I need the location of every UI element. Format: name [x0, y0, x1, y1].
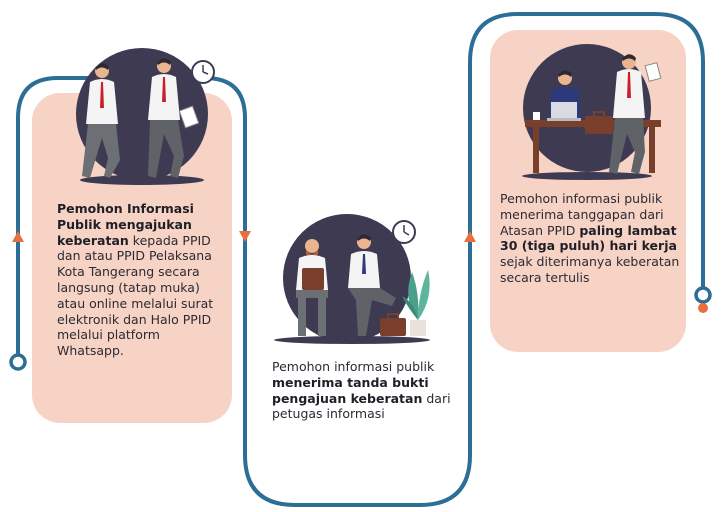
step-2-highlight: menerima tanda bukti pengajuan keberatan [272, 374, 429, 406]
illustration-desk-businessmen [522, 44, 662, 180]
flow-end-node [694, 286, 712, 304]
step-3-text-end: sejak diterimanya keberatan secara tertu… [500, 254, 680, 285]
step-2-text-end: dari petugas informasi [272, 390, 451, 422]
step-3-text-start: Pemohon informasi publik menerima tangga… [500, 191, 664, 238]
step-2-text-start: Pemohon informasi publik [272, 359, 435, 374]
plant-icon [402, 270, 430, 336]
clock-icon [191, 60, 215, 84]
briefcase-icon [585, 111, 613, 134]
step-1-description: Pemohon Informasi Publik mengajukan kebe… [57, 201, 229, 359]
step-3-highlight: paling lambat 30 (tiga puluh) hari kerja [500, 222, 677, 254]
step-2-description: Pemohon informasi publik menerima tanda … [272, 359, 457, 422]
step-1-text: kepada PPID dan atau PPID Pelaksana Kota… [57, 232, 214, 359]
arrow-down-icon [239, 231, 251, 242]
arrow-up-icon [12, 231, 24, 242]
illustration-waiting-businessmen [274, 214, 430, 344]
flow-end-dot [698, 303, 708, 313]
illustration-walking-businessmen [76, 48, 215, 185]
step-3-description: Pemohon informasi publik menerima tangga… [500, 191, 680, 286]
arrow-up-icon [464, 231, 476, 242]
cup-icon [533, 112, 540, 120]
flow-start-node [9, 353, 27, 371]
laptop-icon [547, 102, 581, 121]
briefcase-icon [380, 313, 406, 336]
clock-icon [392, 220, 416, 244]
step-1-highlight: Pemohon Informasi Publik mengajukan kebe… [57, 201, 194, 248]
